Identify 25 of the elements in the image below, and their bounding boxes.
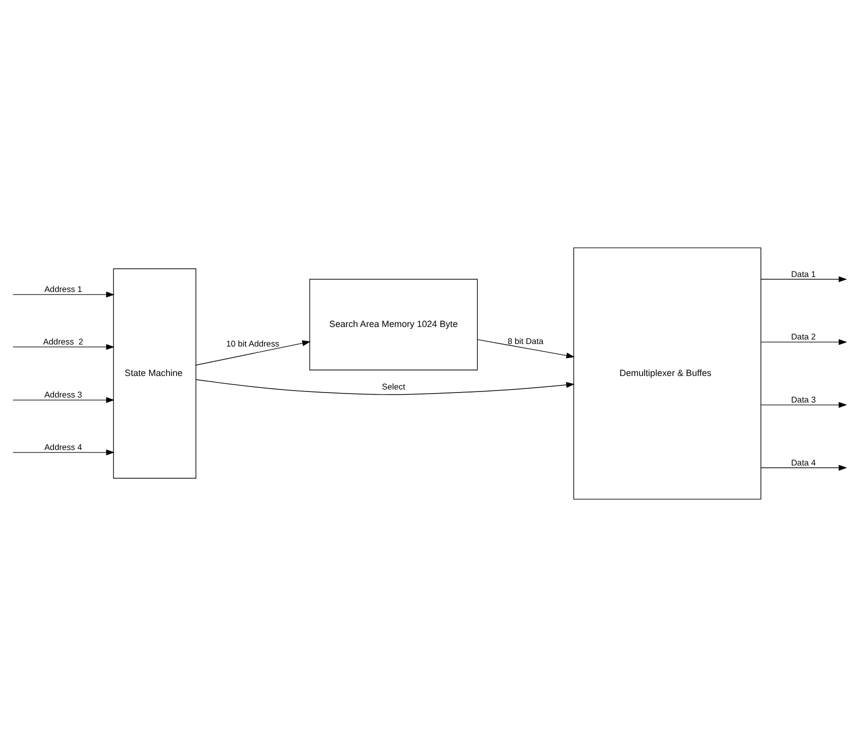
- arrow: [760, 464, 848, 471]
- node-box: Demultiplexer & Buffes: [573, 247, 762, 500]
- edge-label: 10 bit Address: [226, 338, 280, 349]
- edge-label: Data 1: [791, 268, 816, 279]
- arrow: [760, 402, 848, 408]
- arrow: [12, 344, 115, 350]
- edge-label: Address 2: [43, 336, 84, 347]
- arrow: [196, 379, 575, 395]
- edge-label: Address 3: [44, 390, 82, 400]
- arrow: [760, 276, 848, 282]
- arrow: [477, 339, 575, 358]
- arrow: [12, 449, 115, 456]
- edge-label: 8 bit Data: [508, 336, 544, 346]
- arrow: [196, 340, 311, 366]
- arrow: [760, 339, 848, 346]
- edge-label: Address 1: [44, 284, 82, 294]
- edge-label: Select: [382, 381, 406, 392]
- edge-label: Data 4: [791, 457, 816, 468]
- edge-label: Address 4: [44, 442, 82, 452]
- node-box: Search Area Memory 1024 Byte: [309, 278, 478, 370]
- edge-label: Data 2: [791, 332, 816, 342]
- arrow: [12, 292, 115, 298]
- arrow: [12, 397, 115, 403]
- edge-label: Data 3: [791, 394, 816, 405]
- node-box: State Machine: [113, 268, 196, 479]
